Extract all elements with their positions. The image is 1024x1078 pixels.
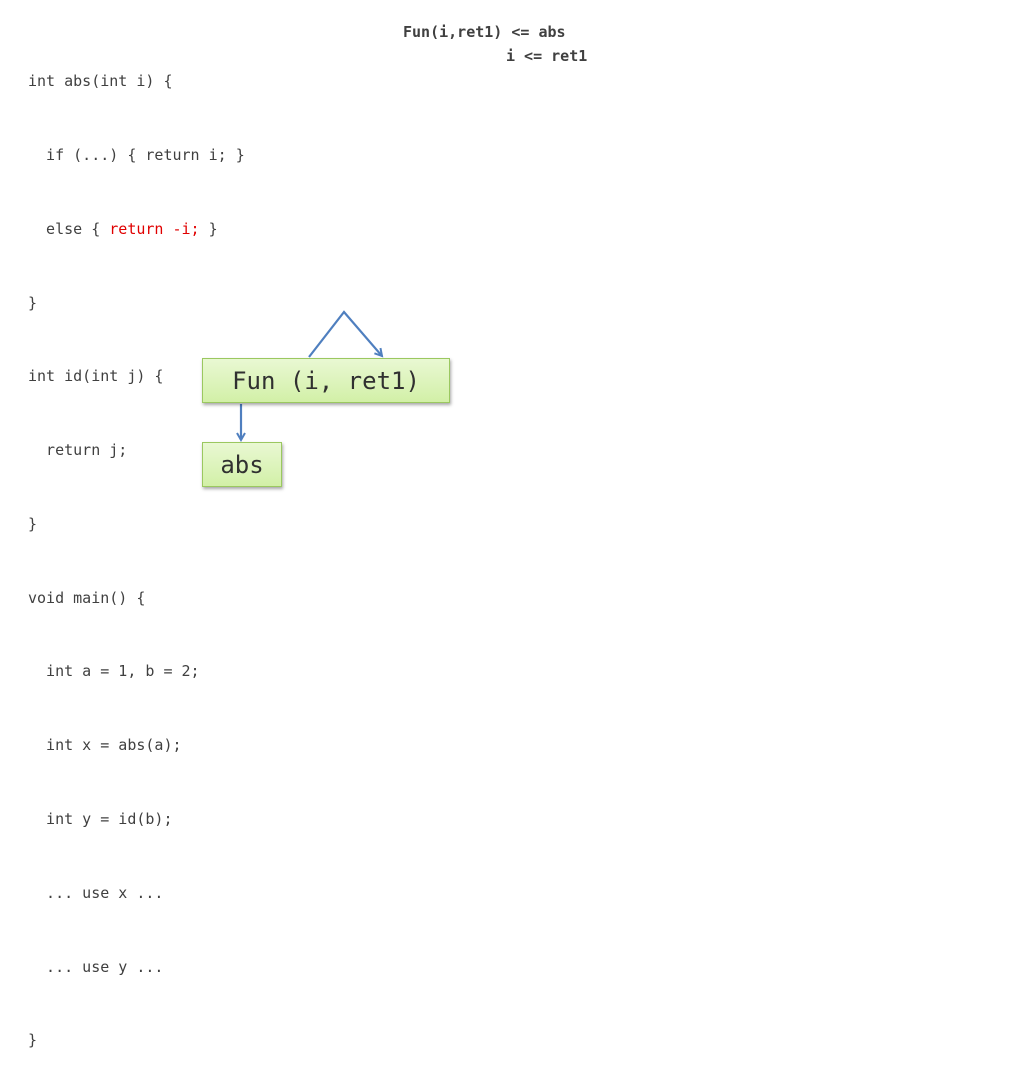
code-line: } xyxy=(28,293,38,312)
code-line: int a = 1, b = 2; xyxy=(28,662,200,681)
code-line-prefix: else { xyxy=(28,219,110,238)
code-line: } xyxy=(28,514,38,533)
constraint-i-ret1: i <= ret1 xyxy=(506,47,588,65)
code-line: return j; xyxy=(28,441,128,460)
code-line: int id(int j) { xyxy=(28,367,164,386)
code-line: ... use x ... xyxy=(28,883,164,902)
edge-layer xyxy=(0,310,1024,768)
code-line: ... use y ... xyxy=(28,957,164,976)
code-line: if (...) { return i; } xyxy=(28,145,245,164)
code-line-suffix: } xyxy=(199,219,218,238)
code-line: } xyxy=(28,1031,38,1050)
code-line: int y = id(b); xyxy=(28,810,173,828)
self-loop-edge xyxy=(308,310,382,358)
code-line: else { return -i; } xyxy=(28,217,245,242)
code-line: int abs(int i) { xyxy=(28,72,173,91)
node-abs: abs xyxy=(202,442,282,487)
highlighted-code: return -i; xyxy=(109,219,200,238)
constraint-fun-abs: Fun(i,ret1) <= abs xyxy=(403,23,566,41)
constraint-list: Fun(i,ret1) <= abs i <= ret1 xyxy=(403,20,587,92)
node-fun: Fun (i, ret1) xyxy=(202,358,450,403)
code-line: int x = abs(a); xyxy=(28,736,182,755)
code-line: void main() { xyxy=(28,588,146,607)
